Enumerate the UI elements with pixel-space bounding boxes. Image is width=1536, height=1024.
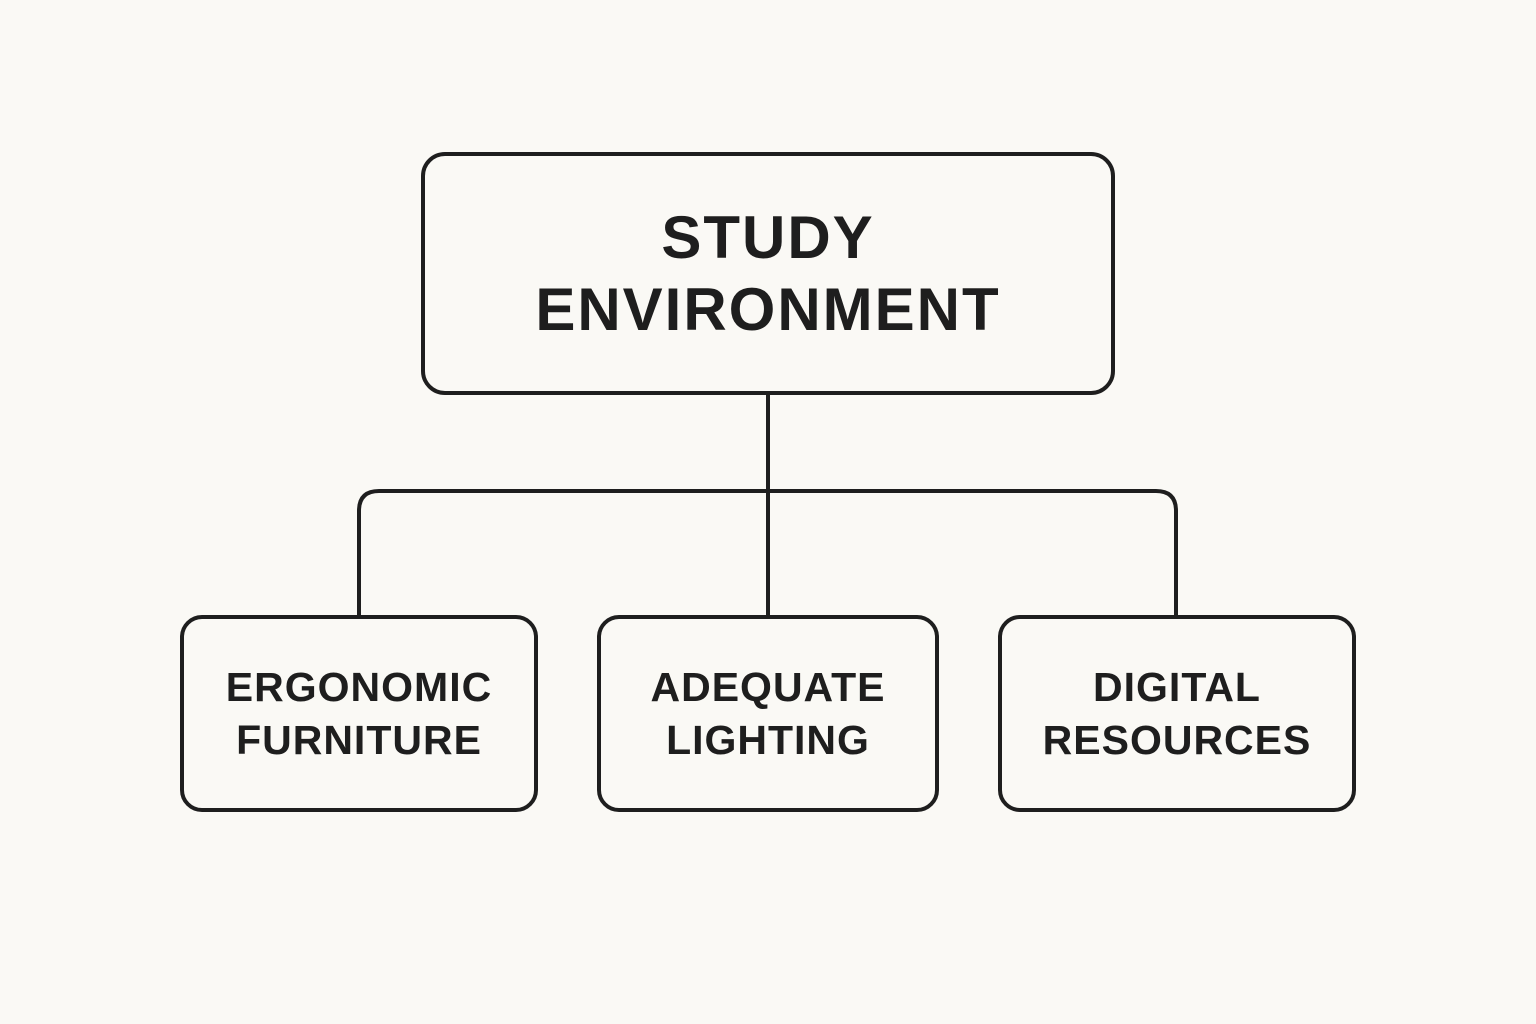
child-node-label-line-2: FURNITURE [236, 716, 482, 763]
root-node-study-environment: STUDY ENVIRONMENT [421, 152, 1115, 395]
child-node-digital-resources: DIGITAL RESOURCES [998, 615, 1356, 812]
child-node-label-line-2: RESOURCES [1042, 716, 1312, 763]
child-node-label-line-1: ADEQUATE [650, 663, 886, 710]
child-node-label-line-1: DIGITAL [1093, 663, 1261, 710]
child-node-label-line-2: LIGHTING [666, 716, 870, 763]
child-node-label-line-1: ERGONOMIC [225, 663, 493, 710]
root-node-label-line-2: ENVIRONMENT [535, 275, 1001, 343]
root-node-label-line-1: STUDY [661, 203, 875, 271]
child-node-ergonomic-furniture: ERGONOMIC FURNITURE [180, 615, 538, 812]
connector-horizontal-bar [357, 489, 1178, 615]
child-node-adequate-lighting: ADEQUATE LIGHTING [597, 615, 939, 812]
